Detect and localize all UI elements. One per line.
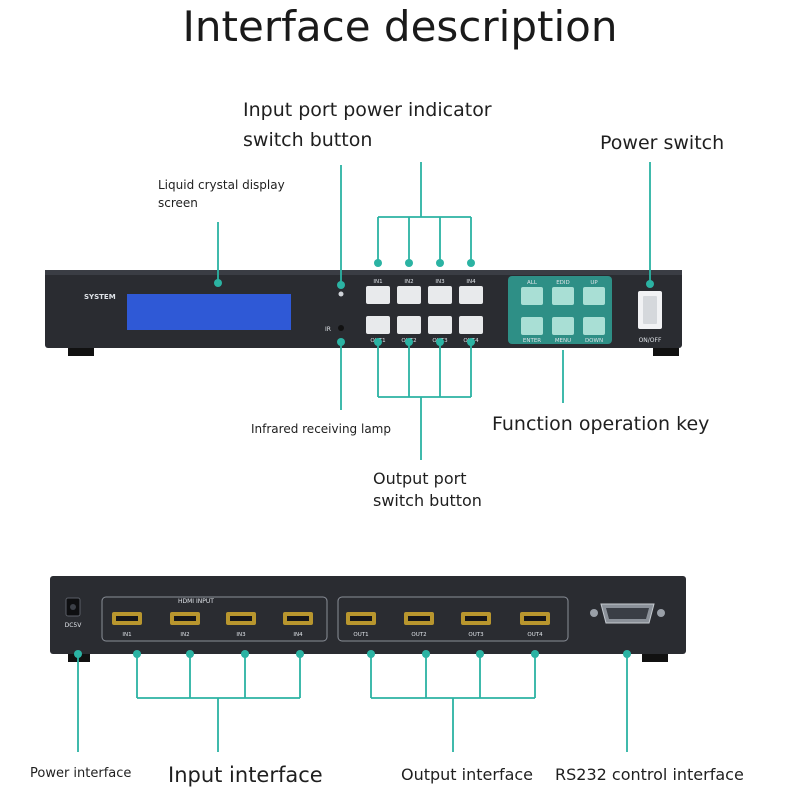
power-switch-label: ON/OFF	[639, 337, 662, 344]
hdmi-out1-label: OUT1	[353, 632, 368, 638]
fn-down-label: DOWN	[585, 338, 603, 344]
front-out2-button[interactable]	[397, 316, 421, 334]
hdmi-out2-label: OUT2	[411, 632, 426, 638]
ir-sensor	[338, 325, 344, 331]
output-interface-label: Output interface	[401, 765, 534, 784]
rs232-port[interactable]	[590, 603, 665, 624]
fn-all-button[interactable]	[521, 287, 543, 305]
front-in4-label: IN4	[466, 279, 476, 285]
front-callouts	[217, 162, 651, 460]
front-out3-button[interactable]	[428, 316, 452, 334]
input-power-label: Input port power indicator switch button	[243, 99, 492, 151]
fn-up-label: UP	[590, 280, 598, 286]
rear-panel: DC5V HDMI INPUT IN1 IN2 IN3 IN4 OUT1 OUT…	[50, 576, 686, 662]
output-switch-label: Output port switch button	[373, 469, 482, 510]
hdmi-in1-label: IN1	[122, 632, 131, 638]
fn-enter-label: ENTER	[523, 338, 541, 344]
page-title: Interface description	[182, 2, 618, 51]
hdmi-in3-port[interactable]	[226, 612, 256, 625]
input-interface-label: Input interface	[168, 763, 323, 787]
front-callout-dots	[214, 259, 654, 346]
front-in3-button[interactable]	[428, 286, 452, 304]
hdmi-out4-port[interactable]	[520, 612, 550, 625]
front-foot-left	[68, 345, 94, 356]
hdmi-out3-port[interactable]	[461, 612, 491, 625]
hdmi-output-group	[337, 596, 569, 642]
brand-label: SYSTEM	[84, 293, 116, 301]
rear-callout-dots	[74, 650, 631, 658]
front-out1-button[interactable]	[366, 316, 390, 334]
front-in2-button[interactable]	[397, 286, 421, 304]
lcd-screen	[127, 294, 291, 330]
function-keys-label: Function operation key	[492, 413, 710, 435]
power-switch-callout-label: Power switch	[600, 132, 725, 154]
fn-down-button[interactable]	[583, 317, 605, 335]
front-in1-button[interactable]	[366, 286, 390, 304]
rs232-label: RS232 control interface	[555, 765, 744, 784]
front-in4-button[interactable]	[459, 286, 483, 304]
power-indicator	[338, 291, 344, 297]
hdmi-in4-port[interactable]	[283, 612, 313, 625]
hdmi-input-group	[101, 596, 328, 642]
hdmi-in2-port[interactable]	[170, 612, 200, 625]
front-in2-label: IN2	[404, 279, 413, 285]
front-in1-label: IN1	[373, 279, 382, 285]
fn-menu-button[interactable]	[552, 317, 574, 335]
front-panel: SYSTEM IR IN1 IN2 IN3 IN4 OUT1 OUT2 OUT3…	[45, 270, 682, 356]
power-interface-label: Power interface	[30, 766, 132, 781]
lcd-label: Liquid crystal display screen	[158, 178, 285, 210]
rear-foot-right	[642, 651, 668, 662]
fn-all-label: ALL	[527, 280, 538, 286]
fn-edid-button[interactable]	[552, 287, 574, 305]
hdmi-in3-label: IN3	[236, 632, 246, 638]
fn-menu-label: MENU	[555, 338, 571, 344]
front-in3-label: IN3	[435, 279, 445, 285]
dc-label: DC5V	[65, 622, 83, 629]
hdmi-in2-label: IN2	[180, 632, 189, 638]
hdmi-input-label: HDMI INPUT	[178, 598, 214, 605]
hdmi-out1-port[interactable]	[346, 612, 376, 625]
hdmi-out2-port[interactable]	[404, 612, 434, 625]
ir-label: IR	[325, 326, 331, 333]
front-out4-button[interactable]	[459, 316, 483, 334]
hdmi-in1-port[interactable]	[112, 612, 142, 625]
front-foot-right	[653, 345, 679, 356]
fn-up-button[interactable]	[583, 287, 605, 305]
fn-edid-label: EDID	[556, 280, 570, 286]
hdmi-in4-label: IN4	[293, 632, 303, 638]
hdmi-out3-label: OUT3	[468, 632, 484, 638]
fn-enter-button[interactable]	[521, 317, 543, 335]
infrared-label: Infrared receiving lamp	[251, 422, 391, 436]
rear-callouts	[77, 654, 628, 752]
hdmi-out4-label: OUT4	[527, 632, 543, 638]
